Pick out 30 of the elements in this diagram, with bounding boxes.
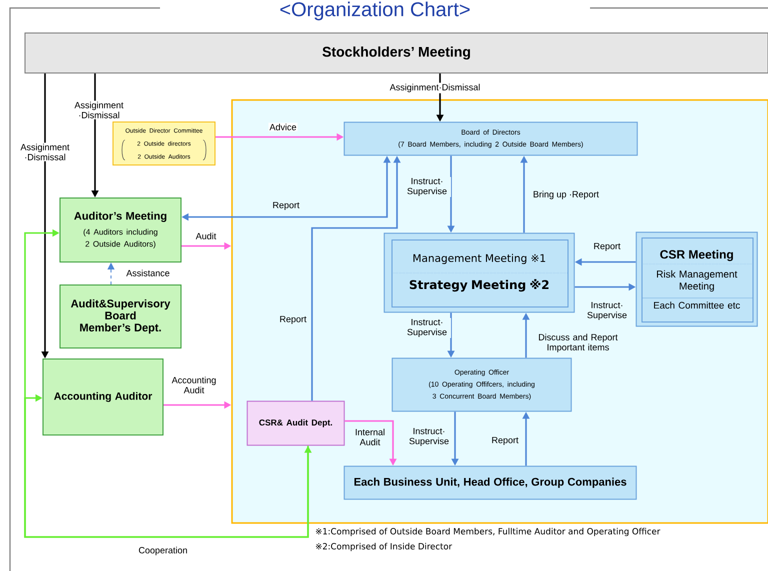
arrow <box>24 394 309 538</box>
edge-label: Instruct· Supervise <box>403 318 451 338</box>
band: Stockholders’ Meeting <box>24 32 768 74</box>
committee-box: CSR Meeting Risk Management Meeting Each Committee etc <box>636 232 758 327</box>
edge-label: Accounting Audit <box>168 376 220 394</box>
auditor-box: Accounting Auditor <box>42 358 164 436</box>
edge-label: Instruct· Supervise <box>583 300 631 322</box>
department-box: Audit&Supervisory Board Member’s Dept. <box>60 284 182 348</box>
edge-label: Report <box>272 200 300 212</box>
edge-label: Report <box>490 436 520 446</box>
chart-title: <Organization Chart> <box>280 2 470 20</box>
edge-label: Assiginment ·Dismissal <box>15 142 75 162</box>
edge-label: Assistance <box>125 268 171 278</box>
edge-label: Report <box>278 314 308 326</box>
edge-label: Discuss and Report Important items <box>530 332 626 354</box>
edge-label: Advice <box>268 122 298 132</box>
department-box: CSR& Audit Dept. <box>246 400 345 446</box>
unit-box: Each Business Unit, Head Office, Group Companies <box>344 466 637 500</box>
edge-label: Cooperation <box>138 546 189 556</box>
edge-label: Assiginment ·Dismissal <box>69 100 129 120</box>
edge-label: Internal Audit <box>349 428 391 446</box>
edge-label: Assiginment·Dismissal <box>388 82 482 94</box>
auditor-box: Auditor’s Meeting (4 Auditors including 2 Outside Auditors) <box>60 198 182 262</box>
edge-label: Report <box>592 242 622 252</box>
meeting-box: Management Meeting ※1 Strategy Meeting ※2 <box>384 232 575 313</box>
footnote: ※2:Comprised of Inside Director <box>316 542 452 552</box>
edge-label: Audit <box>194 232 218 240</box>
footnote: ※1:Comprised of Outside Board Members, Fulltime Auditor and Operating Officer <box>316 528 660 536</box>
edge-label: Instruct· Supervise <box>403 176 451 198</box>
edge-label: Instruct· Supervise <box>405 426 453 448</box>
